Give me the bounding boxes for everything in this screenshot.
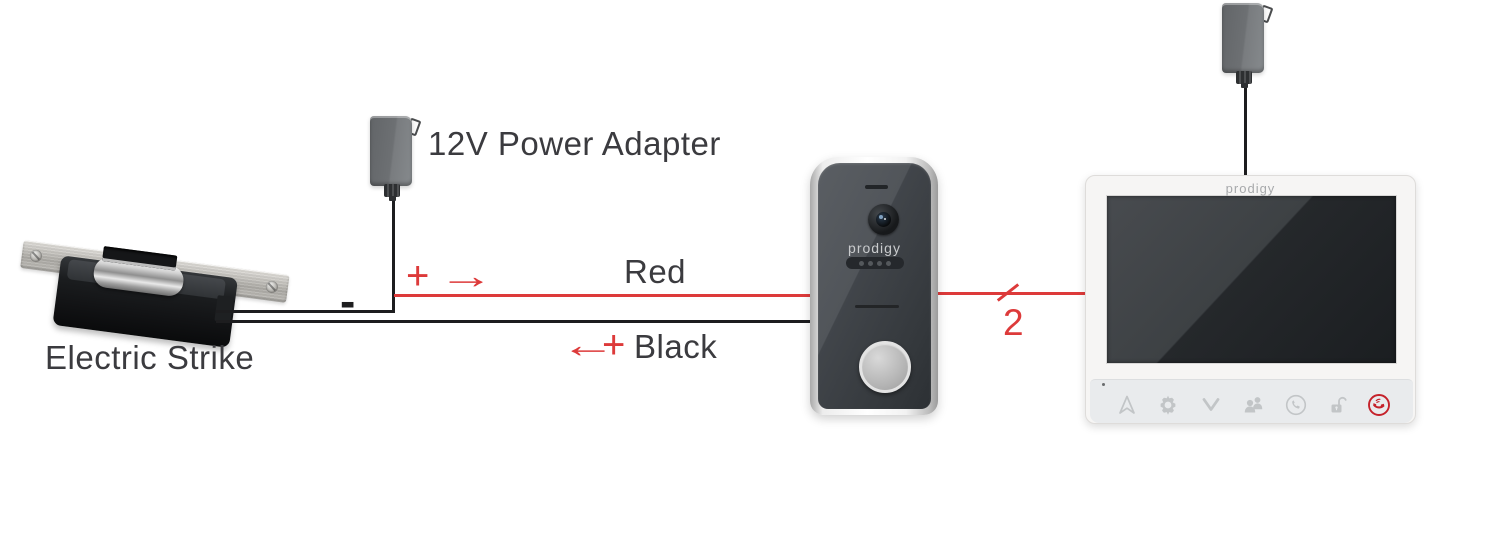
monitor-power-adapter bbox=[1222, 0, 1280, 90]
plus-label: + bbox=[406, 254, 430, 298]
black-wire-adapter-drop bbox=[392, 196, 395, 313]
doorbell-speaker-slot bbox=[855, 305, 899, 308]
ir-led-window bbox=[846, 257, 904, 269]
intercom-users-icon bbox=[1242, 393, 1266, 417]
doorbell-panel: prodigy bbox=[818, 163, 931, 409]
doorbell-call-button bbox=[859, 341, 911, 393]
black-wire-label: Black bbox=[634, 328, 718, 365]
adapter-body bbox=[1222, 3, 1264, 73]
camera-lens bbox=[876, 212, 891, 227]
doorbell-station: prodigy bbox=[810, 157, 938, 415]
plus-label: + bbox=[602, 323, 626, 367]
screw-icon bbox=[265, 280, 279, 294]
monitor-mic-dot bbox=[1102, 383, 1105, 386]
adapter-connector bbox=[384, 184, 400, 197]
adapter-connector bbox=[1236, 71, 1252, 84]
adapter-cable-tip bbox=[1241, 83, 1248, 88]
indoor-monitor: prodigy bbox=[1085, 175, 1416, 424]
unlock-icon bbox=[1326, 393, 1350, 417]
settings-gear-icon bbox=[1156, 393, 1180, 417]
adapter-body bbox=[370, 116, 412, 186]
arrow-left-icon: ← bbox=[560, 324, 616, 365]
monitor-screen bbox=[1107, 196, 1396, 363]
call-phone-icon bbox=[1284, 393, 1308, 417]
power-adapter-label: 12V Power Adapter bbox=[428, 125, 721, 162]
doorbell-mic-slot bbox=[865, 185, 888, 189]
power-adapter-12v bbox=[370, 113, 428, 203]
minus-label: - bbox=[340, 275, 356, 327]
electric-strike-label: Electric Strike bbox=[45, 339, 255, 376]
strike-wire-connector bbox=[214, 295, 234, 323]
screw-icon bbox=[29, 249, 43, 263]
doorbell-camera-icon bbox=[868, 204, 899, 235]
red-wire-adapter-to-doorbell bbox=[394, 294, 812, 297]
black-wire-monitor-adapter bbox=[1244, 80, 1247, 178]
cable-count-label: 2 bbox=[1003, 302, 1024, 343]
black-wire-strike-to-doorbell bbox=[216, 320, 813, 323]
adapter-cable-tip bbox=[389, 196, 396, 201]
monitor-brand-logo: prodigy bbox=[1225, 181, 1276, 196]
arrow-right-icon: → bbox=[438, 255, 494, 296]
navigate-down-icon bbox=[1199, 393, 1223, 417]
black-wire-strike-to-adapter bbox=[216, 310, 394, 313]
red-wire-label: Red bbox=[624, 253, 687, 290]
end-call-icon bbox=[1367, 393, 1391, 417]
navigate-up-icon bbox=[1115, 393, 1139, 417]
doorbell-brand-logo: prodigy bbox=[848, 240, 901, 256]
red-wire-doorbell-to-monitor bbox=[936, 292, 1085, 295]
